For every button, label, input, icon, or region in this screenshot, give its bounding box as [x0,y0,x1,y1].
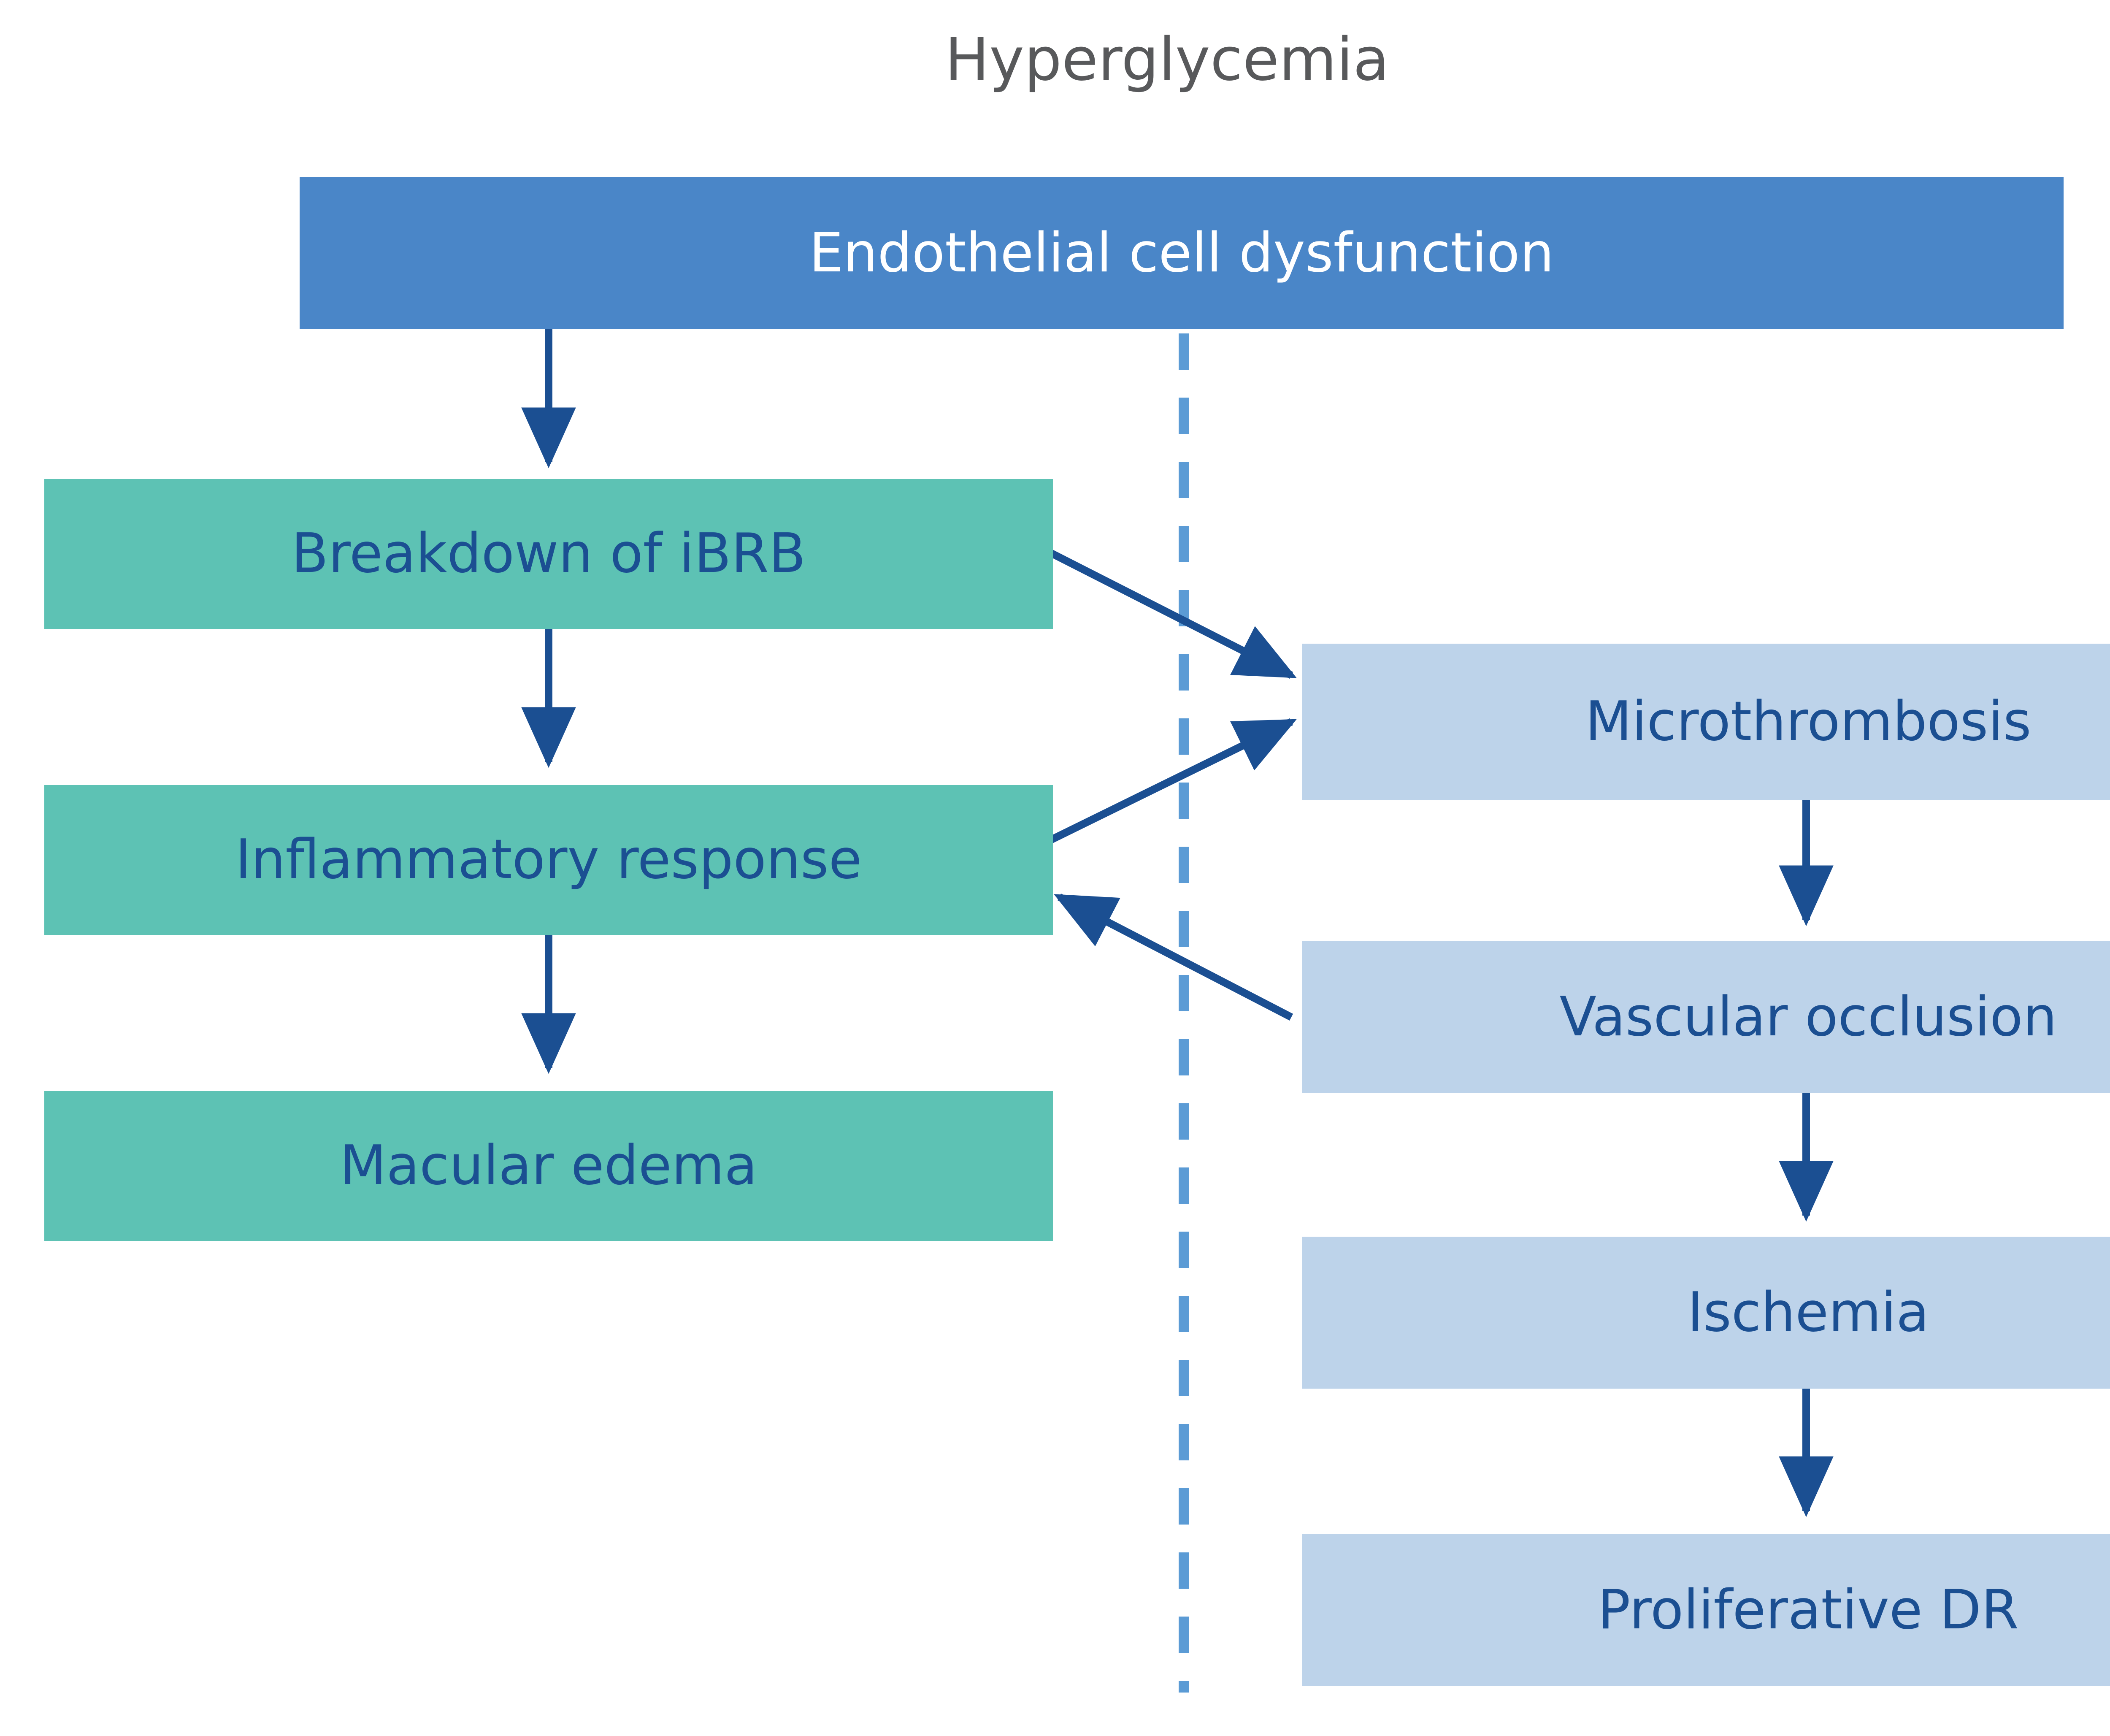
arrow-inflammatory-to-microthrombosis [1049,718,1297,844]
node-label: Inflammatory response [235,828,862,891]
node-vascular-occlusion[interactable]: Vascular occlusion [1302,941,2110,1093]
node-label: Ischemia [1687,1281,1929,1344]
node-ischemia[interactable]: Ischemia [1302,1237,2110,1389]
node-label: Breakdown of iBRB [291,522,806,585]
node-label: Macular edema [340,1134,757,1197]
node-inflammatory-response[interactable]: Inflammatory response [44,785,1053,935]
node-label: Vascular occlusion [1559,985,2057,1048]
node-breakdown-of-ibrb[interactable]: Breakdown of iBRB [44,479,1053,629]
arrow-occlusion-to-inflammatory [1054,894,1293,1021]
page-title: Hyperglycemia [944,25,1389,94]
node-label: Microthrombosis [1585,690,2032,753]
node-proliferative-dr[interactable]: Proliferative DR [1302,1534,2110,1686]
node-endothelial-cell-dysfunction[interactable]: Endothelial cell dysfunction [300,177,2064,329]
node-microthrombosis[interactable]: Microthrombosis [1302,644,2110,800]
node-label: Proliferative DR [1598,1578,2019,1641]
node-macular-edema[interactable]: Macular edema [44,1091,1053,1241]
arrow-ibrb-to-microthrombosis [1049,549,1297,679]
node-label: Endothelial cell dysfunction [809,221,1554,284]
